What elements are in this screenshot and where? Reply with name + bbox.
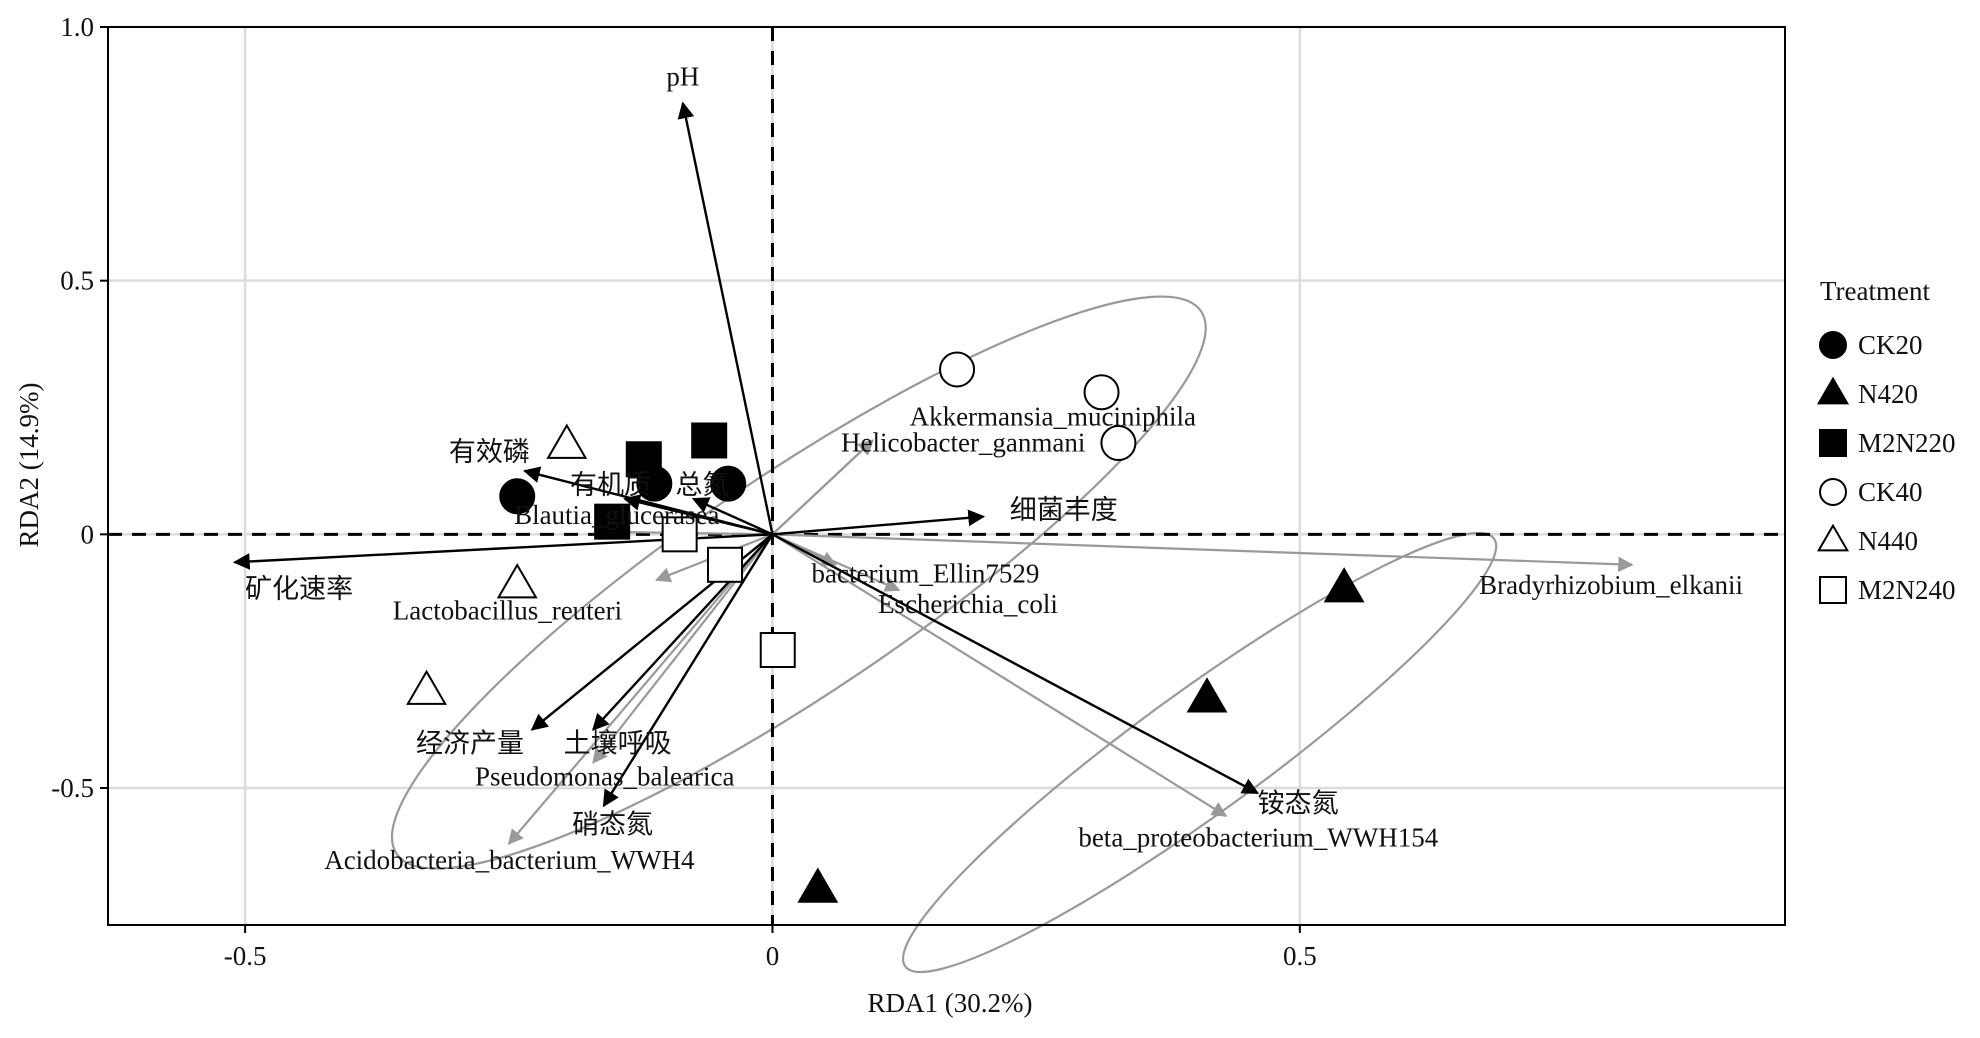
env-arrow: [771, 533, 1260, 795]
group-ellipse: [901, 531, 1498, 974]
sample-point-ck40: [939, 351, 976, 388]
arrow-label: Escherichia_coli: [878, 589, 1058, 619]
environment-arrows: [232, 101, 1260, 808]
sample-point-n440: [496, 563, 538, 599]
arrow-label: Akkermansia_muciniphila: [910, 401, 1196, 431]
arrow-label: 铵态氮: [1258, 788, 1339, 818]
sample-point-m2n240: [661, 516, 698, 553]
sample-point-ck20: [499, 478, 536, 515]
y-tick-label: 0.5: [60, 266, 94, 296]
arrow-label: Bradyrhizobium_elkanii: [1479, 570, 1743, 600]
legend-label: M2N220: [1858, 428, 1956, 458]
legend-key-ck40: [1819, 478, 1847, 506]
x-tick-label: 0.5: [1283, 941, 1317, 971]
arrow-label: 矿化速率: [245, 574, 353, 604]
y-tick-label: -0.5: [51, 773, 94, 803]
species-arrow: [772, 533, 1634, 572]
env-arrow: [592, 533, 774, 731]
env-arrow: [602, 533, 774, 808]
species-arrow: [772, 533, 901, 592]
env-arrow: [677, 101, 774, 535]
arrow-labels: pH 有效磷有机质总氮细菌丰度矿化速率经济产量 土壤呼吸硝态氮 铵态氮 Akkerman…: [245, 61, 1743, 875]
legend-title: Treatment: [1820, 276, 1930, 306]
species-arrow: [771, 533, 1228, 817]
arrow-label: Helicobacter_ganmani: [841, 428, 1085, 458]
legend-key-ck20: [1819, 331, 1847, 359]
y-tick-label: 1.0: [60, 12, 94, 42]
arrow-label: 经济产量: [416, 729, 524, 759]
legend-label: N440: [1858, 526, 1918, 556]
sample-point-ck40: [1083, 374, 1120, 411]
arrow-label: 总氮: [675, 470, 729, 500]
sample-point-ck20: [710, 465, 747, 502]
x-tick-label: 0: [766, 941, 780, 971]
arrow-label: pH: [666, 61, 699, 91]
arrow-label: bacterium_Ellin7529: [811, 559, 1039, 589]
arrow-label: Pseudomonas_balearica: [475, 761, 734, 791]
arrow-label: 硝态氮: [572, 810, 653, 840]
y-axis-title: RDA2 (14.9%): [14, 383, 44, 548]
sample-point-m2n240: [759, 632, 796, 669]
arrow-label: 土壤呼吸: [564, 729, 672, 759]
sample-point-n440: [546, 423, 588, 459]
env-arrow: [772, 509, 986, 536]
y-tick-label: 0: [81, 519, 95, 549]
sample-point-m2n220: [594, 503, 631, 540]
arrow-label: Blautia_glucerasea: [514, 500, 719, 530]
sample-points: [406, 351, 1365, 903]
legend-key-n440: [1816, 523, 1850, 552]
legend-key-n420: [1816, 376, 1850, 405]
sample-point-m2n220: [625, 441, 662, 478]
arrow-label: 有机质: [570, 470, 651, 500]
species-arrow: [771, 439, 874, 536]
sample-point-m2n240: [707, 546, 744, 583]
sample-point-n420: [1323, 567, 1365, 603]
species-arrow: [507, 533, 774, 845]
env-arrow: [691, 497, 773, 536]
sample-point-n420: [1186, 677, 1228, 713]
legend-key-m2n240: [1819, 576, 1847, 604]
zero-reference-lines: [108, 27, 1785, 925]
sample-point-m2n220: [691, 422, 728, 459]
x-axis-ticks: -0.5 0 0.5: [224, 925, 1317, 971]
arrow-label: 细菌丰度: [1010, 495, 1118, 525]
legend-label: CK20: [1858, 330, 1923, 360]
sample-point-ck40: [1100, 425, 1137, 462]
species-arrows: [507, 439, 1634, 845]
arrow-label: Lactobacillus_reuteri: [393, 596, 622, 626]
arrow-label: 有效磷: [449, 437, 530, 467]
arrow-label: beta_proteobacterium_WWH154: [1078, 822, 1438, 852]
arrow-label: Acidobacteria_bacterium_WWH4: [324, 845, 695, 875]
x-tick-label: -0.5: [224, 941, 267, 971]
plot-border: [107, 26, 1786, 926]
env-arrow: [623, 494, 773, 536]
grid-lines: [108, 25, 1785, 925]
x-axis-title: RDA1 (30.2%): [868, 988, 1033, 1018]
legend-label: N420: [1858, 379, 1918, 409]
y-axis-ticks: -0.5 0 0.5 1.0: [51, 12, 108, 803]
legend-label: CK40: [1858, 477, 1923, 507]
sample-point-n440: [406, 669, 447, 705]
legend-key-m2n220: [1819, 429, 1847, 457]
sample-point-n420: [797, 867, 839, 903]
legend-label: M2N240: [1858, 575, 1956, 605]
